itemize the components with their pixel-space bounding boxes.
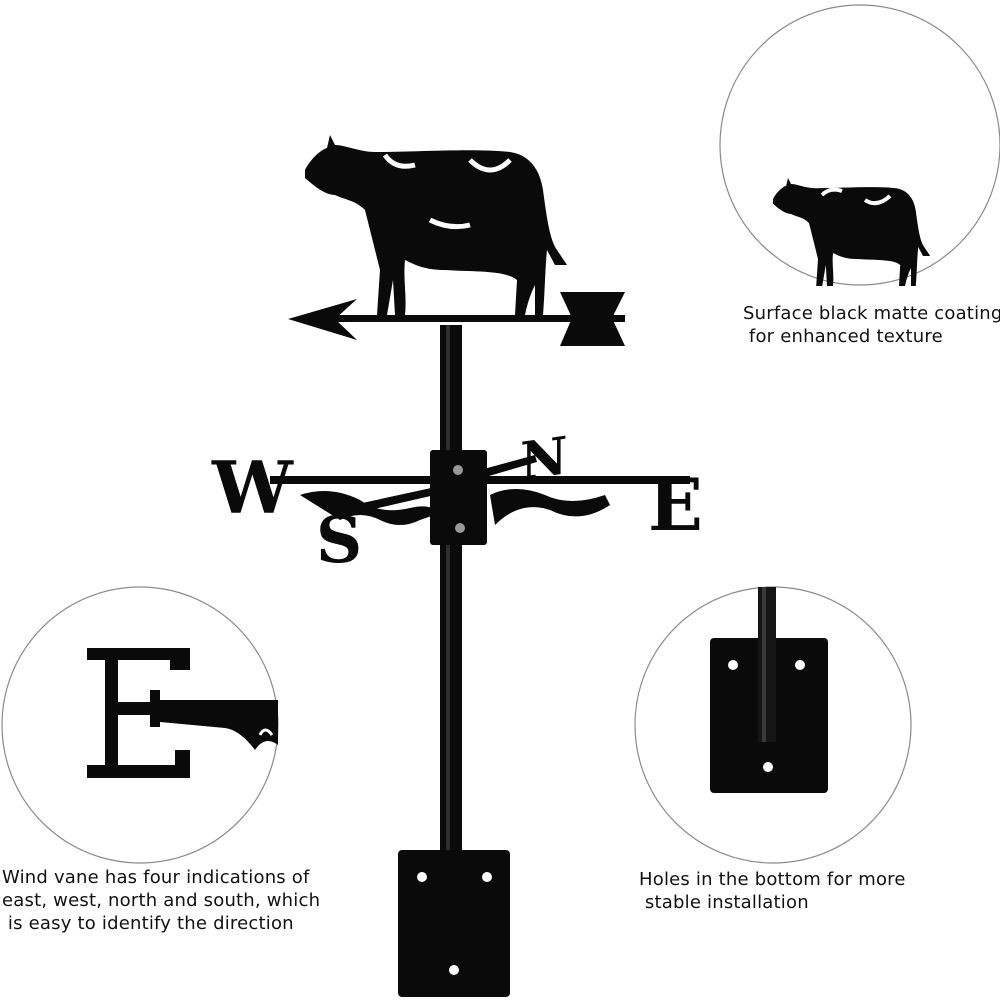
weathervane [270,135,690,997]
coating-caption: Surface black matte coating for enhanced… [743,302,1000,348]
caption-line: is easy to identify the direction [2,913,294,934]
caption-line: east, west, north and south, which [2,890,321,911]
coating-detail-circle [719,4,1000,286]
caption-line: Surface black matte coating [743,303,1000,324]
west-letter: W [211,445,294,530]
north-letter: N [520,425,568,492]
caption-line: Wind vane has four indications of [2,867,310,888]
east-letter-detail-circle [1,586,279,864]
holes-caption: Holes in the bottom for more stable inst… [639,868,906,914]
south-letter: S [316,503,362,578]
caption-line: for enhanced texture [743,326,943,347]
caption-line: stable installation [639,892,809,913]
mounting-plate-detail-circle [634,586,912,864]
directions-caption: Wind vane has four indications of east, … [2,866,320,935]
east-letter: E [648,462,703,547]
caption-line: Holes in the bottom for more [639,869,906,890]
